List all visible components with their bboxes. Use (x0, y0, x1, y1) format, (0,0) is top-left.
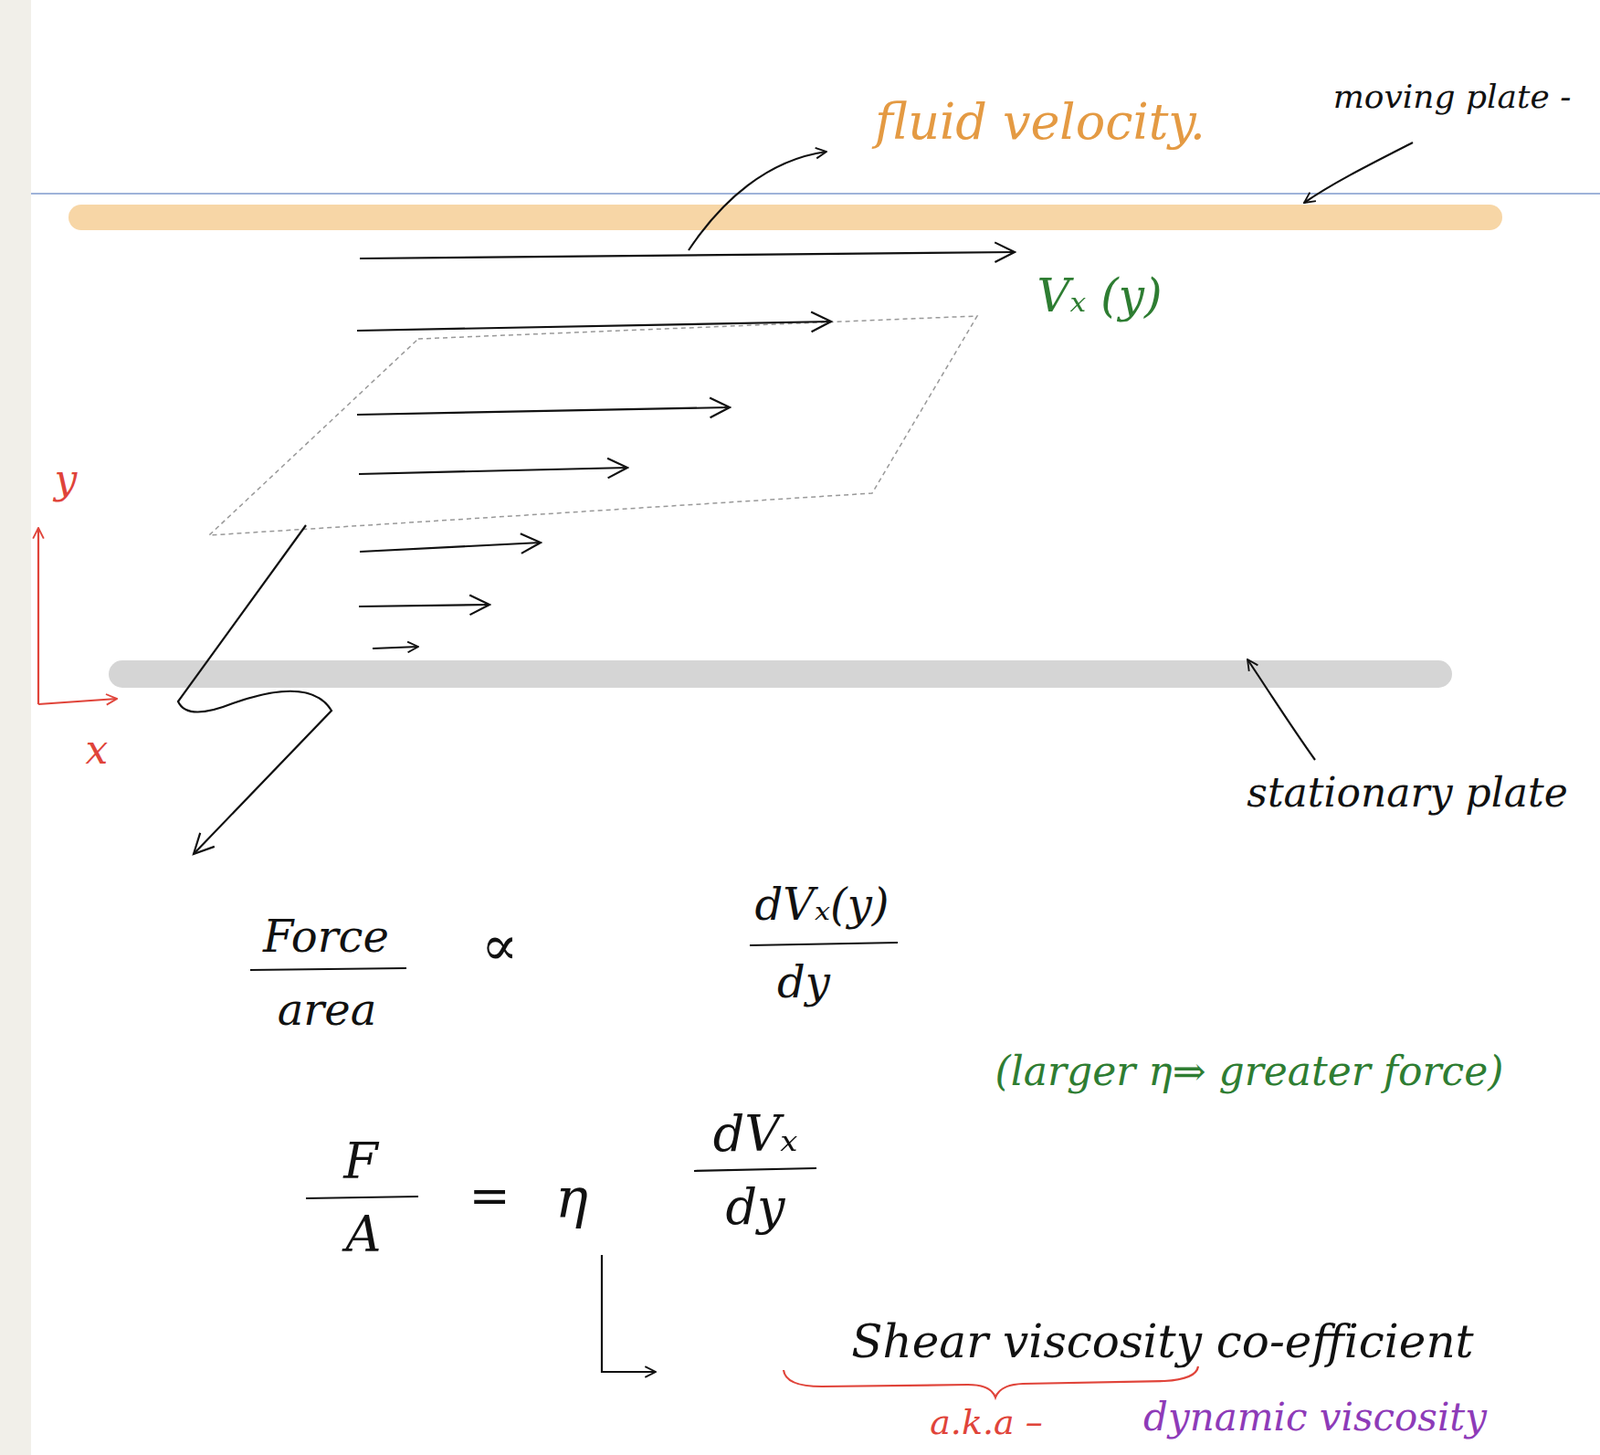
definition-text: Shear viscosity co-efficient (851, 1316, 1474, 1368)
bracket-arrow (601, 1254, 656, 1372)
equation-term: dy (725, 1179, 785, 1234)
velocity-arrow (359, 542, 541, 552)
equation-term: dVₓ (713, 1106, 799, 1161)
equation-term: F (343, 1134, 378, 1189)
dashed-element (209, 315, 978, 536)
equation-symbol: η (555, 1168, 589, 1229)
equation-term: dy (777, 957, 831, 1007)
velocity-arrow (357, 321, 832, 331)
leader-line (1304, 142, 1413, 203)
rule-line (31, 192, 1600, 195)
equation-term: dVₓ(y) (755, 880, 890, 929)
velocity-arrow (372, 646, 419, 649)
equation-term: Force (263, 912, 390, 961)
equation-term: area (277, 985, 378, 1034)
callout-label: fluid velocity. (874, 94, 1206, 149)
equation-symbol: ∝ (481, 915, 519, 976)
velocity-arrow (357, 407, 730, 415)
callout-label: moving plate - (1333, 78, 1572, 116)
note-text: dynamic viscosity (1143, 1396, 1487, 1439)
equation-term: A (346, 1207, 382, 1262)
fraction-bar (694, 1168, 817, 1171)
axis-label: y (54, 457, 78, 502)
axis-label: x (85, 727, 109, 772)
velocity-arrow (359, 252, 1015, 259)
velocity-label: Vₓ (y) (1036, 271, 1162, 322)
fraction-bar (305, 1196, 419, 1199)
note-text: (larger η⇒ greater force) (995, 1049, 1505, 1094)
callout-label: stationary plate (1246, 770, 1568, 815)
page-ground (31, 0, 1600, 1455)
moving-plate (81, 204, 1490, 231)
curly-brace (783, 1366, 1199, 1398)
fraction-bar (749, 942, 898, 946)
equation-symbol: = (468, 1168, 510, 1223)
fraction-bar (250, 968, 407, 970)
velocity-arrow (358, 467, 628, 474)
note-text: a.k.a – (929, 1403, 1043, 1443)
y-axis (37, 527, 40, 705)
leader-line (178, 525, 332, 854)
leader-line (1247, 659, 1316, 760)
velocity-arrow (358, 604, 490, 607)
leader-line (688, 151, 827, 251)
stationary-plate (122, 660, 1439, 688)
x-axis (38, 698, 117, 705)
